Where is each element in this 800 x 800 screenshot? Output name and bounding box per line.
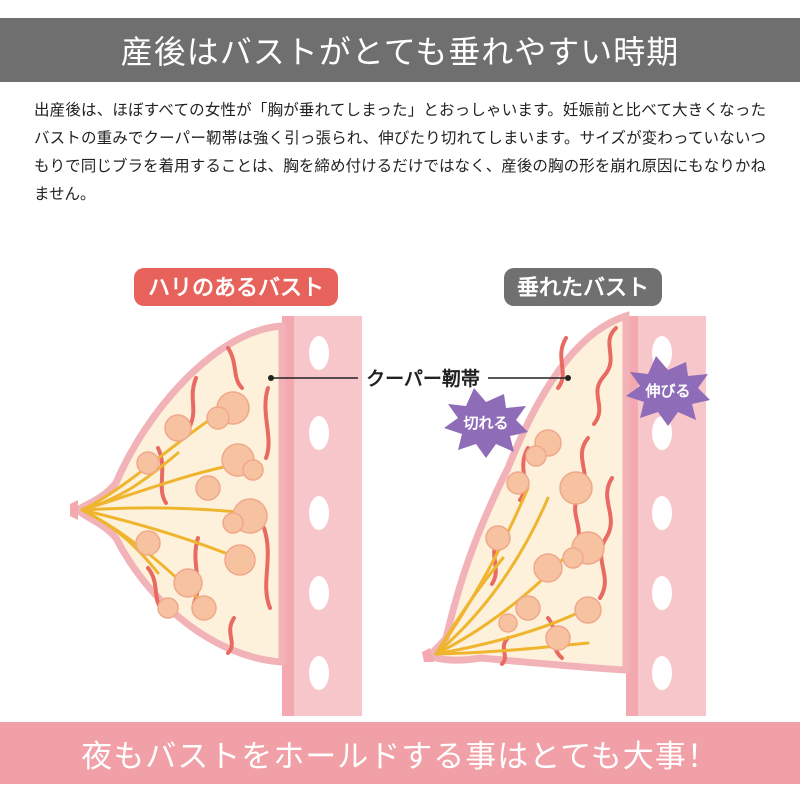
bust-illustration: ハリのあるバスト	[70, 268, 710, 716]
sagging-bust-diagram	[422, 311, 706, 716]
firm-bust-diagram	[70, 316, 362, 716]
ligament-callout: クーパー靭帯	[268, 367, 571, 390]
intro-paragraph: 出産後は、ほぼすべての女性が「胸が垂れてしまった」とおっしゃいます。妊娠前と比べ…	[34, 101, 766, 203]
footer-message: 夜もバストをホールドする事はとても大事！	[81, 738, 719, 775]
svg-text:ハリのあるバスト: ハリのあるバスト	[148, 276, 324, 301]
sagging-bust-label: 垂れたバスト	[504, 268, 662, 306]
firm-bust-label: ハリのあるバスト	[134, 268, 338, 306]
header-bar: 産後はバストがとても垂れやすい時期	[0, 18, 800, 82]
page-title: 産後はバストがとても垂れやすい時期	[120, 33, 680, 71]
stretched-burst: 伸びる	[626, 356, 710, 426]
lobules-right	[485, 429, 605, 651]
footer-bar: 夜もバストをホールドする事はとても大事！	[0, 722, 800, 784]
svg-text:垂れたバスト: 垂れたバスト	[517, 276, 649, 301]
torn-label: 切れる	[463, 414, 508, 432]
milk-ducts-right	[434, 486, 590, 656]
ribs-right	[652, 336, 672, 690]
ribs-left	[309, 336, 329, 690]
torn-burst: 切れる	[444, 388, 528, 458]
stretched-label: 伸びる	[644, 382, 690, 400]
lobules-left	[135, 391, 268, 621]
ligament-label: クーパー靭帯	[366, 367, 480, 390]
